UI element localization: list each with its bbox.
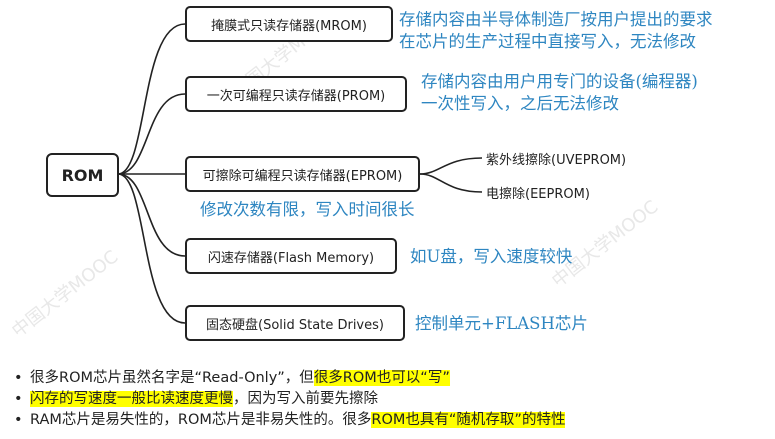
bullet-item: • 很多ROM芯片虽然名字是“Read-Only”，但很多ROM也可以“写” — [14, 368, 565, 389]
connector-prom — [117, 93, 186, 175]
node-label: 闪速存储器(Flash Memory) — [207, 250, 375, 266]
bullet-dot: • — [14, 370, 23, 386]
node-label: 固态硬盘(Solid State Drives) — [206, 317, 384, 333]
note-line: 控制单元+FLASH芯片 — [415, 314, 588, 333]
note-line: 存储内容由用户用专门的设备(编程器) — [421, 72, 698, 91]
node-label: 可擦除可编程只读存储器(EPROM) — [202, 168, 403, 184]
child-eeprom: 电擦除(EEPROM) — [486, 187, 590, 202]
note-mrom: 存储内容由半导体制造厂按用户提出的要求 在芯片的生产过程中直接写入，无法修改 — [399, 9, 713, 53]
node-label: 一次可编程只读存储器(PROM) — [206, 88, 386, 104]
root-node-rom: ROM — [46, 153, 119, 197]
note-line: 如U盘，写入速度较快 — [410, 247, 573, 266]
child-uveprom: 紫外线擦除(UVEPROM) — [486, 153, 627, 168]
bullet-text: RAM芯片是易失性的，ROM芯片是非易失性的。很多 — [30, 412, 372, 428]
connector-ssd — [117, 173, 186, 324]
bullet-highlight: 很多ROM也可以“写” — [313, 370, 450, 386]
note-eprom: 修改次数有限，写入时间很长 — [200, 199, 415, 221]
bullet-item: • RAM芯片是易失性的，ROM芯片是非易失性的。很多ROM也具有“随机存取”的特… — [14, 410, 566, 431]
connector-mrom — [117, 23, 186, 175]
note-flash: 如U盘，写入速度较快 — [410, 246, 572, 268]
bullet-list: • 很多ROM芯片虽然名字是“Read-Only”，但很多ROM也可以“写” • 闪… — [14, 368, 566, 431]
note-line: 存储内容由半导体制造厂按用户提出的要求 — [399, 10, 713, 29]
bullet-highlight: ROM也具有“随机存取”的特性 — [371, 412, 566, 428]
bullet-item: • 闪存的写速度一般比读速度更慢，因为写入前要先擦除 — [14, 389, 565, 410]
bullet-dot: • — [14, 412, 23, 428]
note-line: 一次性写入，之后无法修改 — [421, 94, 619, 113]
bullet-highlight: 闪存的写速度一般比读速度更慢 — [30, 391, 233, 407]
connector-uveprom — [419, 157, 483, 175]
bullet-tail: ，因为写入前要先擦除 — [233, 391, 378, 407]
node-eprom: 可擦除可编程只读存储器(EPROM) — [185, 156, 420, 192]
node-flash: 闪速存储器(Flash Memory) — [185, 238, 397, 274]
node-ssd: 固态硬盘(Solid State Drives) — [185, 305, 405, 341]
note-line: 修改次数有限，写入时间很长 — [200, 200, 415, 219]
note-prom: 存储内容由用户用专门的设备(编程器) 一次性写入，之后无法修改 — [421, 71, 698, 115]
connector-eeprom — [419, 173, 483, 193]
root-label: ROM — [61, 165, 104, 185]
node-label: 掩膜式只读存储器(MROM) — [211, 18, 367, 34]
note-line: 在芯片的生产过程中直接写入，无法修改 — [399, 32, 696, 51]
bullet-text: 很多ROM芯片虽然名字是“Read-Only”，但 — [30, 370, 314, 386]
node-mrom: 掩膜式只读存储器(MROM) — [185, 6, 393, 42]
note-ssd: 控制单元+FLASH芯片 — [415, 313, 588, 335]
bullet-dot: • — [14, 391, 23, 407]
connector-flash — [117, 173, 186, 257]
node-prom: 一次可编程只读存储器(PROM) — [185, 76, 407, 112]
